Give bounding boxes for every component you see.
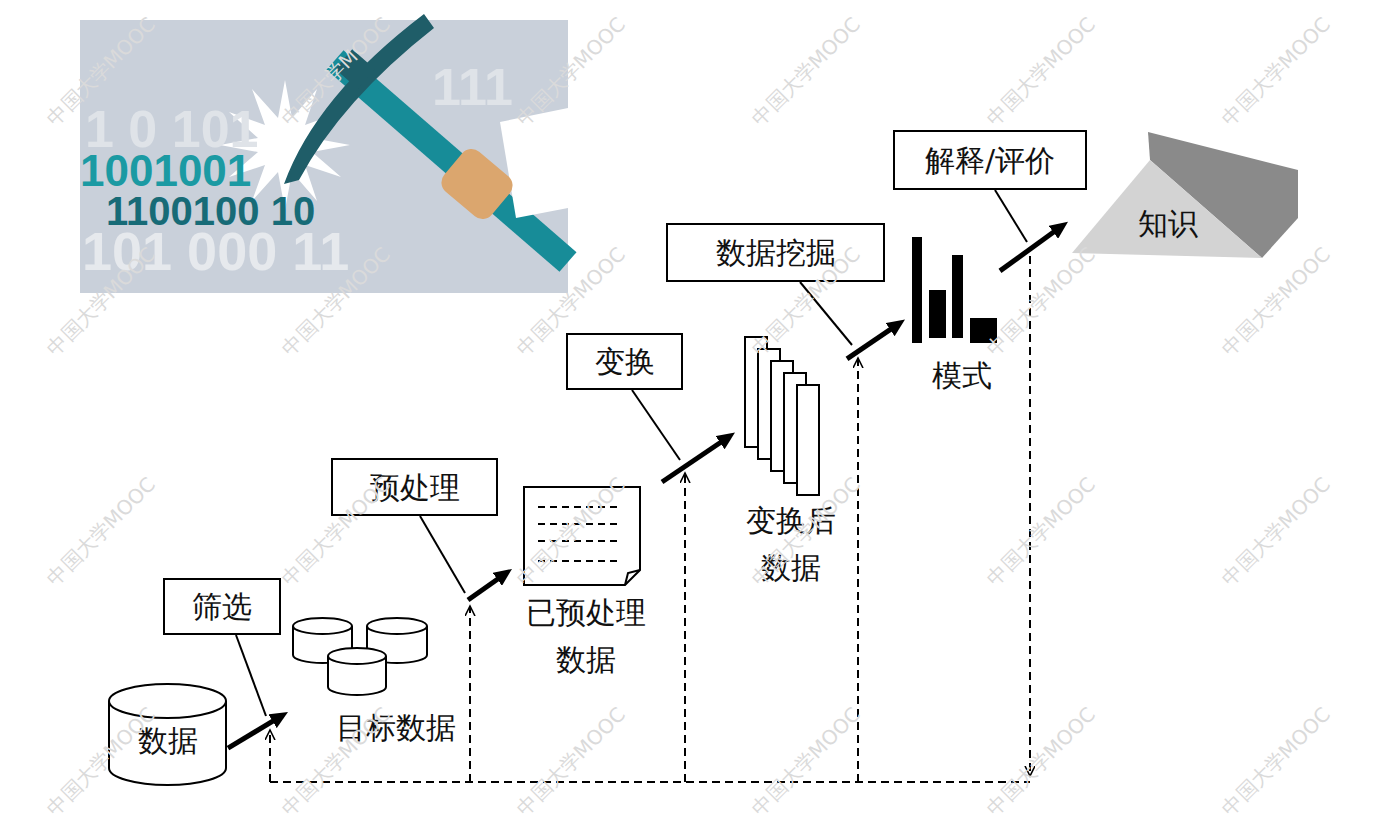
binary-digits: 1100100 10 xyxy=(106,188,315,234)
impact-burst xyxy=(220,80,350,210)
stacked-pages: 变换后 数据 xyxy=(735,330,847,600)
target-data-cylinders: 目标数据 xyxy=(288,592,468,752)
feedback-line xyxy=(684,473,686,782)
binary-digits: 1001001 xyxy=(80,146,251,197)
flow-arrow xyxy=(1000,228,1060,271)
pickaxe-head xyxy=(284,14,434,184)
step-label: 解释/评价 xyxy=(925,141,1055,180)
watermark: 中国大学MOOC xyxy=(1218,703,1335,820)
feedback-line xyxy=(1029,256,1031,776)
watermark: 中国大学MOOC xyxy=(43,473,160,590)
cylinder-top xyxy=(328,648,386,664)
watermark: 中国大学MOOC xyxy=(983,473,1100,590)
step-box: 变换 xyxy=(566,333,683,390)
flow-arrow xyxy=(662,438,727,482)
leader-line xyxy=(236,635,266,716)
bar xyxy=(929,290,946,338)
leader-line xyxy=(995,190,1027,242)
watermark: 中国大学MOOC xyxy=(1218,13,1335,130)
step-box: 预处理 xyxy=(331,458,498,516)
node-label: 模式 xyxy=(932,356,992,395)
flow-arrow xyxy=(468,575,504,600)
bar xyxy=(912,237,922,343)
step-box: 解释/评价 xyxy=(893,130,1087,190)
leader-line xyxy=(800,282,852,345)
database-cylinder: 数据 xyxy=(107,682,228,787)
watermark: 中国大学MOOC xyxy=(983,703,1100,820)
feedback-line xyxy=(857,358,859,782)
document-line xyxy=(538,523,620,525)
cylinder-top xyxy=(293,618,352,634)
node-label: 变换后 数据 xyxy=(741,498,840,591)
leader-line xyxy=(632,390,680,460)
watermark: 中国大学MOOC xyxy=(983,13,1100,130)
node-label: 目标数据 xyxy=(336,708,456,747)
knowledge-light-face xyxy=(1072,160,1262,258)
node-label: 知识 xyxy=(1138,204,1198,243)
watermark: 中国大学MOOC xyxy=(983,243,1100,360)
document-line xyxy=(538,560,620,562)
cylinder-top xyxy=(367,618,427,634)
document-line xyxy=(538,540,620,542)
watermark: 中国大学MOOC xyxy=(748,703,865,820)
step-label: 预处理 xyxy=(370,468,460,507)
watermark: 中国大学MOOC xyxy=(43,243,160,360)
watermark: 中国大学MOOC xyxy=(513,13,630,130)
document-icon: 已预处理 数据 xyxy=(512,470,662,685)
step-label: 数据挖掘 xyxy=(716,233,836,272)
node-label: 数据 xyxy=(138,721,198,760)
cylinder-top xyxy=(109,684,226,718)
pickaxe-collar xyxy=(335,49,375,88)
step-box: 筛选 xyxy=(163,578,281,635)
step-label: 变换 xyxy=(595,342,655,381)
watermark: 中国大学MOOC xyxy=(278,13,395,130)
document-sheet xyxy=(524,487,640,585)
document-line xyxy=(538,506,620,508)
binary-digits: 1 0 101 xyxy=(85,100,259,160)
watermark: 中国大学MOOC xyxy=(1218,243,1335,360)
pickaxe-handle xyxy=(335,60,568,262)
node-label: 已预处理 数据 xyxy=(521,590,650,683)
step-box: 数据挖掘 xyxy=(666,223,885,282)
document-fold xyxy=(625,570,640,585)
binary-digits: 101 000 11 xyxy=(82,220,349,282)
watermark: 中国大学MOOC xyxy=(278,243,395,360)
bar xyxy=(952,255,963,338)
feedback-line xyxy=(469,606,471,782)
binary-digits: 111 xyxy=(432,58,513,118)
leader-line xyxy=(420,516,465,593)
pattern-bars: 模式 xyxy=(905,232,1000,394)
knowledge-shape: 知识 xyxy=(1068,128,1300,260)
watermark: 中国大学MOOC xyxy=(1218,473,1335,590)
page-sheet xyxy=(797,385,819,495)
feedback-line xyxy=(270,781,1030,783)
hand xyxy=(437,144,518,224)
feedback-line xyxy=(269,730,271,782)
step-label: 筛选 xyxy=(192,587,252,626)
watermark: 中国大学MOOC xyxy=(748,13,865,130)
watermark: 中国大学MOOC xyxy=(43,13,160,130)
sleeve xyxy=(500,108,568,218)
watermark: 中国大学MOOC xyxy=(513,703,630,820)
flow-arrow xyxy=(228,717,279,748)
flow-arrow xyxy=(847,325,897,359)
illustration-panel xyxy=(80,20,568,293)
bar xyxy=(970,318,997,343)
